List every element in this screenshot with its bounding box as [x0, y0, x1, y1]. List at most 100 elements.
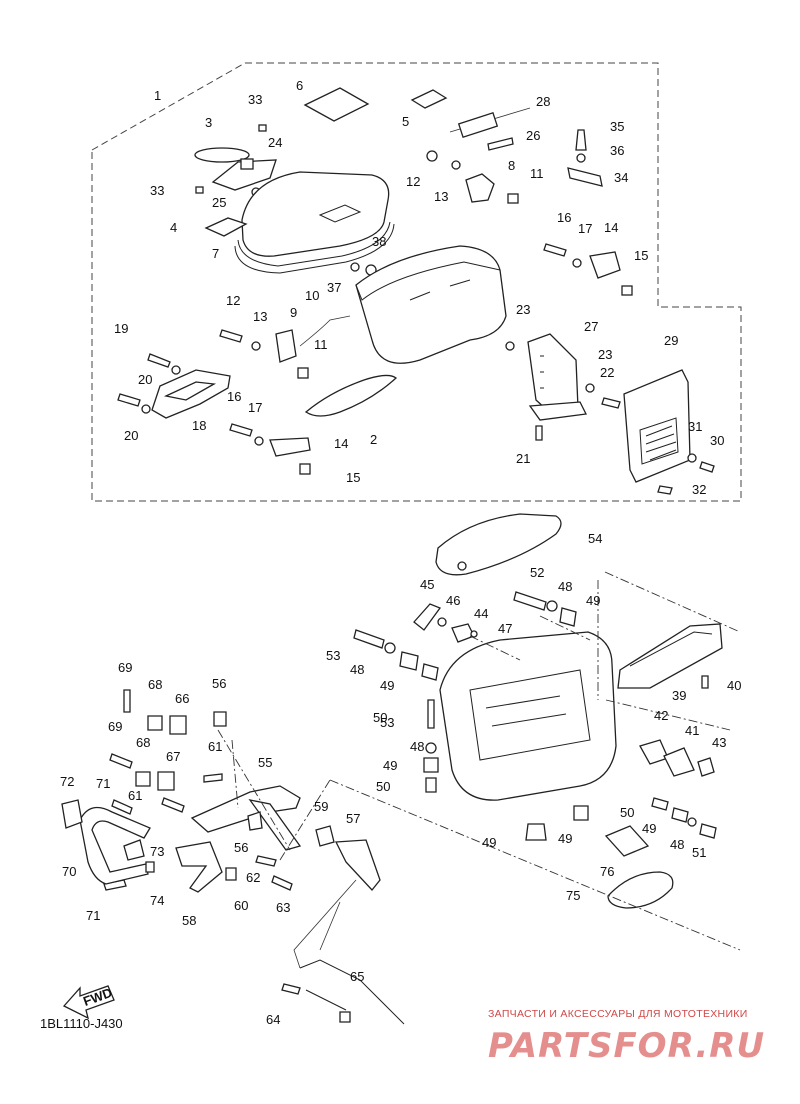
- callout-21: 21: [516, 451, 530, 466]
- callout-49: 49: [482, 835, 496, 850]
- part-71-bolt-a: [111, 799, 133, 815]
- callout-75: 75: [566, 888, 580, 903]
- part-26-bolt: [487, 137, 514, 151]
- main-case: [439, 631, 617, 801]
- callout-20: 20: [124, 428, 138, 443]
- callout-70: 70: [62, 864, 76, 879]
- part-60-nut: [225, 867, 237, 881]
- part-48-washer-d: [687, 817, 697, 827]
- part-29-lens: [639, 417, 679, 465]
- callout-45: 45: [420, 577, 434, 592]
- part-39-bracket-detail: [629, 631, 713, 667]
- part-69-bolt-a: [123, 689, 131, 713]
- callout-12: 12: [226, 293, 240, 308]
- callout-12: 12: [406, 174, 420, 189]
- part-9-bracket: [275, 329, 297, 363]
- part-48-washer-b: [384, 642, 396, 654]
- callout-60: 60: [234, 898, 248, 913]
- part-48-washer-c: [425, 742, 437, 754]
- callout-61: 61: [208, 739, 222, 754]
- callout-57: 57: [346, 811, 360, 826]
- part-24-latch-block: [240, 158, 254, 170]
- callout-23: 23: [516, 302, 530, 317]
- part-50-spacer-c: [651, 797, 669, 811]
- part-13-washer-b: [251, 341, 261, 351]
- part-2-panel: [304, 374, 398, 417]
- part-50-spacer-a: [421, 663, 439, 681]
- part-46-washer: [470, 630, 478, 638]
- part-4-seal: [204, 217, 248, 237]
- part-69-bolt-b: [109, 753, 133, 769]
- callout-24: 24: [268, 135, 282, 150]
- callout-49: 49: [380, 678, 394, 693]
- part-49-collar-f: [671, 807, 689, 823]
- callout-55: 55: [258, 755, 272, 770]
- callout-29: 29: [664, 333, 678, 348]
- callout-46: 46: [446, 593, 460, 608]
- callout-71: 71: [86, 908, 100, 923]
- part-74-bolt: [145, 861, 155, 873]
- inner-case-detail: [409, 279, 471, 301]
- callout-58: 58: [182, 913, 196, 928]
- callout-42: 42: [654, 708, 668, 723]
- part-54-cover: [435, 513, 562, 576]
- callout-8: 8: [508, 158, 515, 173]
- part-21-bolt: [535, 425, 543, 441]
- part-7-lid-rim: [237, 221, 391, 267]
- part-16-bolt-b: [229, 423, 253, 437]
- part-34-bracket: [567, 167, 603, 187]
- callout-50: 50: [376, 779, 390, 794]
- callout-25: 25: [212, 195, 226, 210]
- callout-41: 41: [685, 723, 699, 738]
- part-30-bolt: [699, 461, 715, 473]
- inner-case: [355, 245, 507, 364]
- callout-69: 69: [118, 660, 132, 675]
- assembly-1-frame: [91, 62, 742, 502]
- callout-3: 3: [205, 115, 212, 130]
- callout-72: 72: [60, 774, 74, 789]
- part-40-screw: [701, 675, 709, 689]
- main-case-divider: [485, 695, 567, 727]
- callout-74: 74: [150, 893, 164, 908]
- part-51-cap: [699, 823, 717, 839]
- part-56-collar-b: [247, 811, 263, 831]
- callout-5: 5: [402, 114, 409, 129]
- part-42-plate: [639, 739, 669, 765]
- part-47-washer: [437, 617, 447, 627]
- callout-53: 53: [380, 715, 394, 730]
- callout-1: 1: [154, 88, 161, 103]
- part-66-bush: [169, 715, 187, 735]
- fwd-arrow-icon: [62, 985, 115, 1020]
- callout-17: 17: [578, 221, 592, 236]
- callout-13: 13: [253, 309, 267, 324]
- part-32-screw: [657, 485, 673, 495]
- part-28-bracket: [457, 111, 499, 139]
- part-72-cap: [61, 799, 83, 829]
- callout-11: 11: [314, 337, 328, 352]
- part-29-lens-hatch: [645, 425, 677, 461]
- part-68-bush-b: [135, 771, 151, 787]
- part-48-washer-a: [546, 600, 558, 612]
- part-33-clip-b: [195, 186, 204, 194]
- part-20-washer-b: [141, 404, 151, 414]
- part-15-nut-a: [621, 285, 633, 296]
- part-27-holes: [540, 355, 544, 389]
- callout-49: 49: [558, 831, 572, 846]
- part-58-bracket: [175, 841, 223, 893]
- callout-13: 13: [434, 189, 448, 204]
- callout-61: 61: [128, 788, 142, 803]
- part-54-hole: [457, 561, 467, 571]
- callout-53: 53: [326, 648, 340, 663]
- part-73-collar: [123, 839, 145, 861]
- part-14-bracket-a: [589, 251, 621, 279]
- callout-16: 16: [557, 210, 571, 225]
- callout-63: 63: [276, 900, 290, 915]
- callout-15: 15: [634, 248, 648, 263]
- callout-40: 40: [727, 678, 741, 693]
- callout-33: 33: [150, 183, 164, 198]
- part-7-lid: [241, 171, 390, 257]
- part-49-collar-a: [559, 607, 577, 627]
- watermark-text: ЗАПЧАСТИ И АКСЕССУАРЫ ДЛЯ МОТОТЕХНИКИ: [488, 1008, 748, 1020]
- part-45-bracket: [413, 603, 442, 631]
- part-70-grab-bar: [79, 806, 151, 885]
